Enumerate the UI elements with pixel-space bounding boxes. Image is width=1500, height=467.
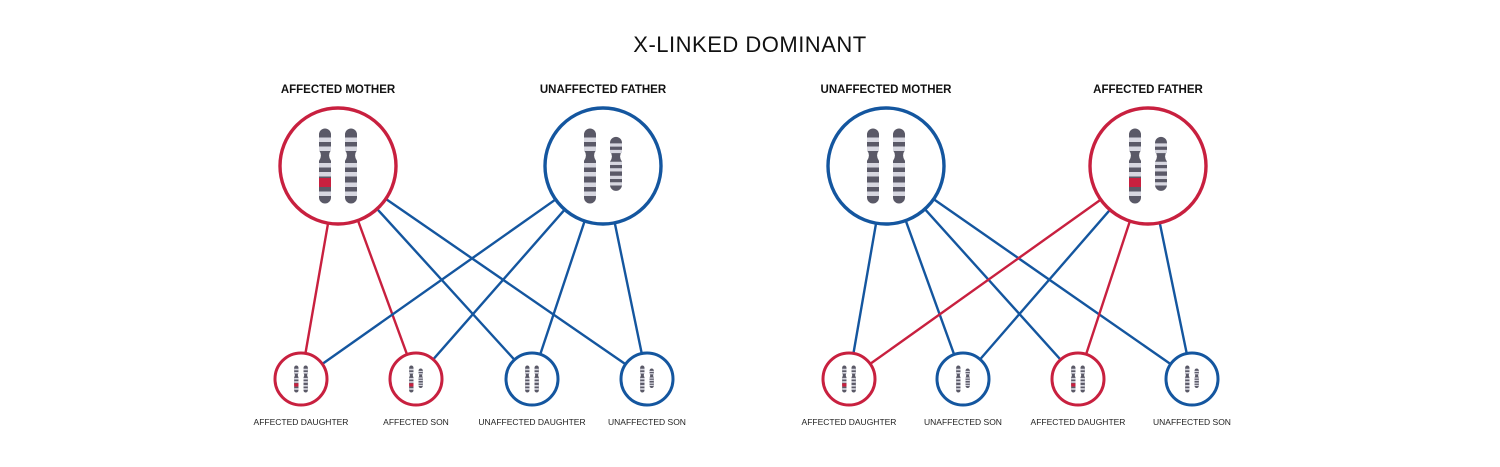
- y-chromosome: [610, 136, 622, 191]
- line-panel1-parent1-child2: [356, 220, 409, 355]
- x-chromosome-right: [851, 365, 856, 393]
- x-chromosome: [956, 365, 961, 393]
- x-chromosome: [584, 128, 596, 204]
- parent-unaffected-mother: UNAFFECTED MOTHER: [821, 84, 953, 226]
- child-label: AFFECTED SON: [383, 417, 449, 427]
- line-panel2-parent1-child2: [904, 220, 956, 355]
- x-chromosome-left: [294, 365, 299, 393]
- parent-label: UNAFFECTED MOTHER: [821, 84, 953, 96]
- child-label: AFFECTED DAUGHTER: [254, 417, 349, 427]
- child-affected-son: AFFECTED SON: [383, 351, 449, 427]
- line-panel1-parent1-child1: [304, 222, 330, 354]
- parent-affected-father: AFFECTED FATHER: [1088, 84, 1208, 226]
- x-chromosome: [1129, 128, 1141, 204]
- child-label: UNAFFECTED DAUGHTER: [478, 417, 585, 427]
- mutation-marker: [319, 178, 331, 187]
- child-circle: [935, 351, 991, 407]
- mutation-marker: [842, 383, 847, 387]
- inheritance-lines: [304, 197, 1188, 366]
- parent-affected-mother: AFFECTED MOTHER: [278, 84, 398, 226]
- line-panel2-parent2-child3: [1084, 220, 1132, 355]
- child-label: UNAFFECTED SON: [1153, 417, 1231, 427]
- child-label: AFFECTED DAUGHTER: [1031, 417, 1126, 427]
- mutation-marker: [1071, 383, 1076, 387]
- x-chromosome-left: [525, 365, 530, 393]
- child-affected-daughter: AFFECTED DAUGHTER: [254, 351, 349, 427]
- x-chromosome-left: [319, 128, 331, 204]
- mutation-marker: [409, 383, 414, 387]
- child-circle: [821, 351, 877, 407]
- child-label: AFFECTED DAUGHTER: [802, 417, 897, 427]
- line-panel1-parent1-child3: [376, 208, 516, 361]
- parent-circle: [543, 106, 663, 226]
- parent-label: AFFECTED FATHER: [1093, 84, 1203, 96]
- line-panel1-parent2-child4: [613, 222, 643, 354]
- line-panel1-parent1-child4: [385, 197, 627, 366]
- x-chromosome-left: [867, 128, 879, 204]
- mutation-marker: [294, 383, 299, 387]
- x-chromosome: [640, 365, 645, 393]
- child-affected-daughter: AFFECTED DAUGHTER: [1031, 351, 1126, 427]
- x-chromosome-right: [1080, 365, 1085, 393]
- child-circle: [1164, 351, 1220, 407]
- y-chromosome: [418, 368, 423, 388]
- x-chromosome-left: [1071, 365, 1076, 393]
- x-chromosome-left: [842, 365, 847, 393]
- child-circle: [388, 351, 444, 407]
- child-unaffected-son: UNAFFECTED SON: [1153, 351, 1231, 427]
- x-chromosome: [409, 365, 414, 393]
- line-panel1-parent2-child3: [539, 220, 586, 355]
- y-chromosome: [1194, 368, 1199, 388]
- mutation-marker: [1129, 178, 1141, 187]
- child-circle: [504, 351, 560, 407]
- x-chromosome-right: [893, 128, 906, 204]
- parent-label: AFFECTED MOTHER: [281, 84, 396, 96]
- child-circle: [273, 351, 329, 407]
- y-chromosome: [965, 368, 970, 388]
- child-affected-daughter: AFFECTED DAUGHTER: [802, 351, 897, 427]
- x-chromosome-right: [303, 365, 308, 393]
- parent-circle: [1088, 106, 1208, 226]
- line-panel1-parent2-child1: [321, 198, 557, 365]
- x-chromosome-right: [345, 128, 357, 204]
- line-panel2-parent2-child1: [869, 198, 1102, 365]
- parent-unaffected-father: UNAFFECTED FATHER: [540, 84, 667, 226]
- y-chromosome: [1155, 136, 1167, 191]
- child-label: UNAFFECTED SON: [924, 417, 1002, 427]
- line-panel2-parent1-child1: [852, 222, 878, 354]
- child-circle: [619, 351, 675, 407]
- child-label: UNAFFECTED SON: [608, 417, 686, 427]
- diagram-title: X-LINKED DOMINANT: [633, 32, 866, 57]
- x-chromosome: [1185, 365, 1190, 393]
- y-chromosome: [649, 368, 654, 388]
- line-panel2-parent2-child4: [1158, 222, 1188, 354]
- parent-label: UNAFFECTED FATHER: [540, 84, 667, 96]
- line-panel1-parent2-child2: [432, 208, 566, 361]
- child-unaffected-son: UNAFFECTED SON: [924, 351, 1002, 427]
- parent-circle: [278, 106, 398, 226]
- line-panel2-parent1-child4: [932, 198, 1172, 366]
- parent-circle: [826, 106, 946, 226]
- x-chromosome-right: [534, 365, 539, 393]
- line-panel2-parent2-child2: [979, 209, 1111, 361]
- line-panel2-parent1-child3: [923, 208, 1062, 361]
- child-unaffected-son: UNAFFECTED SON: [608, 351, 686, 427]
- child-circle: [1050, 351, 1106, 407]
- family-members: AFFECTED MOTHER UNAFFECTED FATHER AFFECTED…: [254, 84, 1231, 427]
- child-unaffected-daughter: UNAFFECTED DAUGHTER: [478, 351, 586, 427]
